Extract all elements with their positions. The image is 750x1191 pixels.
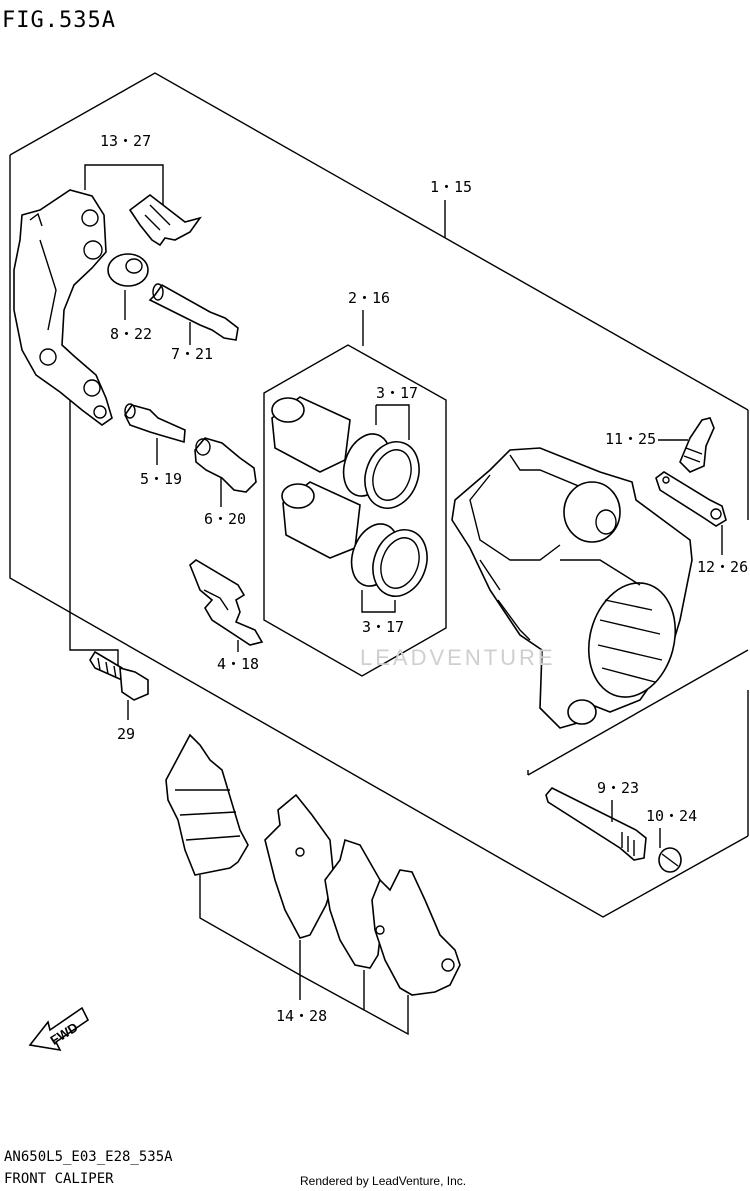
caliper-body: [451, 447, 693, 729]
brake-pad-outer-2: [264, 793, 335, 939]
slide-pin-7: 7・21: [148, 283, 239, 363]
callout-label-6-20: 6・20: [204, 510, 246, 528]
boot-8: 8・22: [107, 253, 152, 343]
boot-6: 6・20: [194, 437, 257, 528]
callout-label-2-16: 2・16: [348, 289, 390, 307]
hose-plate-12: 12・26: [655, 471, 748, 576]
caliper-bracket: [13, 189, 113, 426]
callout-label-4-18: 4・18: [217, 655, 259, 673]
assembly-frame: [9, 72, 749, 918]
fwd-arrow-icon: FWD: [28, 1006, 90, 1052]
watermark: LEADVENTURE: [360, 645, 556, 670]
callout-label-9-23: 9・23: [597, 779, 639, 797]
pad-spring-4: 4・18: [189, 559, 264, 673]
callout-label-11-25: 11・25: [605, 430, 656, 448]
callout-label-5-19: 5・19: [140, 470, 182, 488]
piston-kit-box: 2・16 3・17 3・17: [263, 289, 447, 677]
callout-label-29: 29: [117, 725, 135, 743]
callout-label-13-27: 13・27: [100, 132, 151, 150]
callout-label-14-28: 14・28: [276, 1007, 327, 1025]
callout-label-8-22: 8・22: [110, 325, 152, 343]
pin-plug-10: 10・24: [646, 807, 697, 873]
callout-label-10-24: 10・24: [646, 807, 697, 825]
bleeder-screw-11: 11・25: [605, 417, 715, 473]
rendered-by: Rendered by LeadVenture, Inc.: [300, 1174, 466, 1188]
slide-pin-5: 5・19: [124, 403, 186, 488]
brake-pad-inner-2: [371, 869, 461, 996]
callout-13-27: 13・27: [84, 132, 164, 215]
brake-pad-outer-1: [165, 733, 249, 876]
leader-29: [69, 400, 119, 672]
figure-title: FIG.535A: [2, 8, 116, 33]
callout-label-3-17-lower: 3・17: [362, 618, 404, 636]
callout-14-28: 14・28: [199, 875, 409, 1036]
callout-label-7-21: 7・21: [171, 345, 213, 363]
mounting-bolt-29: 29: [89, 650, 149, 743]
pad-spring-clip: [128, 193, 202, 247]
figure-caption: FRONT CALIPER: [4, 1171, 114, 1187]
callout-label-1-15: 1・15: [430, 178, 472, 196]
callout-label-3-17-upper: 3・17: [376, 384, 418, 402]
callout-label-12-26: 12・26: [697, 558, 748, 576]
pad-pin-9: 9・23: [545, 779, 647, 861]
figure-code: AN650L5_E03_E28_535A: [4, 1149, 173, 1165]
leader-caliper-pin: [527, 649, 749, 776]
